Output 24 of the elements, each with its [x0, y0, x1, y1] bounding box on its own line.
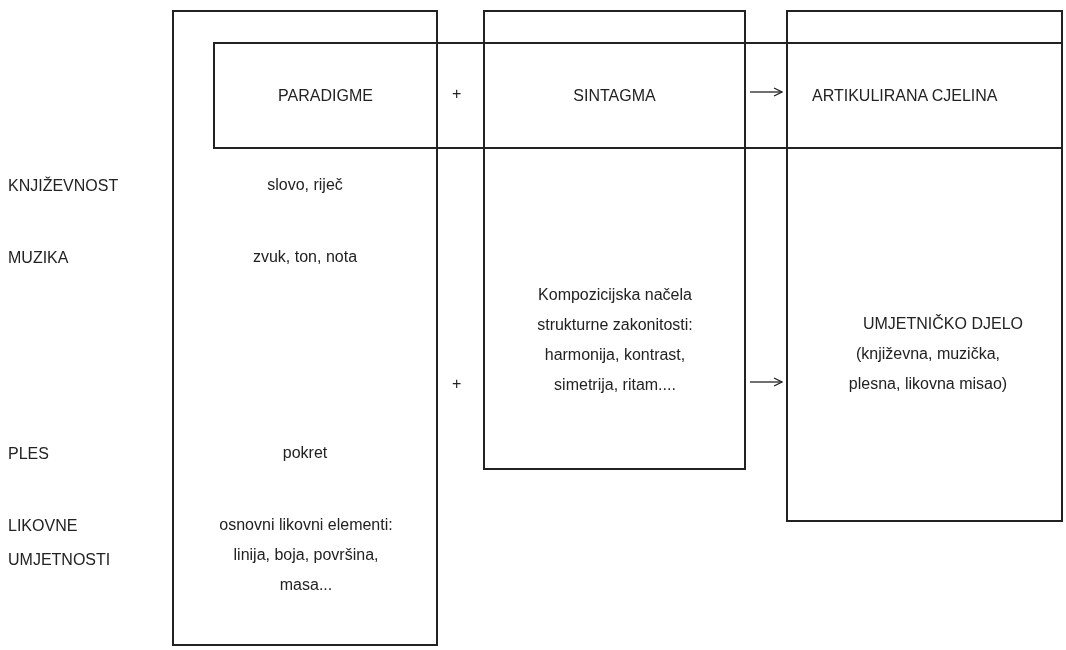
row-label: MUZIKA [8, 248, 70, 268]
column-box [483, 10, 746, 470]
column-box [786, 10, 1063, 522]
arrow [749, 377, 783, 387]
cell-text: slovo, riječ [266, 175, 344, 195]
header-cell [786, 42, 1063, 149]
column-box [172, 10, 438, 646]
plus-sign: + [452, 84, 463, 104]
row-label: LIKOVNE UMJETNOSTI [8, 516, 112, 570]
plus-sign: + [452, 374, 463, 394]
header-text: ARTIKULIRANA CJELINA [812, 86, 999, 106]
row-label: PLES [8, 444, 50, 464]
body-text: UMJETNIČKO DJELO [862, 313, 1024, 334]
cell-text: zvuk, ton, nota [251, 247, 359, 267]
cell-text: osnovni likovni elementi: linija, boja, površina, masa... [218, 515, 394, 595]
header-cell [483, 42, 746, 149]
header-cell [213, 42, 438, 149]
cell-text: pokret [281, 443, 329, 463]
header-text: SINTAGMA [572, 86, 657, 106]
arrow [749, 87, 783, 97]
body-text: Kompozicijska načela strukturne zakonitosti: harmonija, kontrast, simetrija, ritam.... [536, 285, 694, 395]
row-label: KNJIŽEVNOST [8, 175, 120, 196]
header-text: PARADIGME [277, 86, 374, 106]
body-text: (književna, muzička, plesna, likovna misao) [847, 344, 1009, 394]
